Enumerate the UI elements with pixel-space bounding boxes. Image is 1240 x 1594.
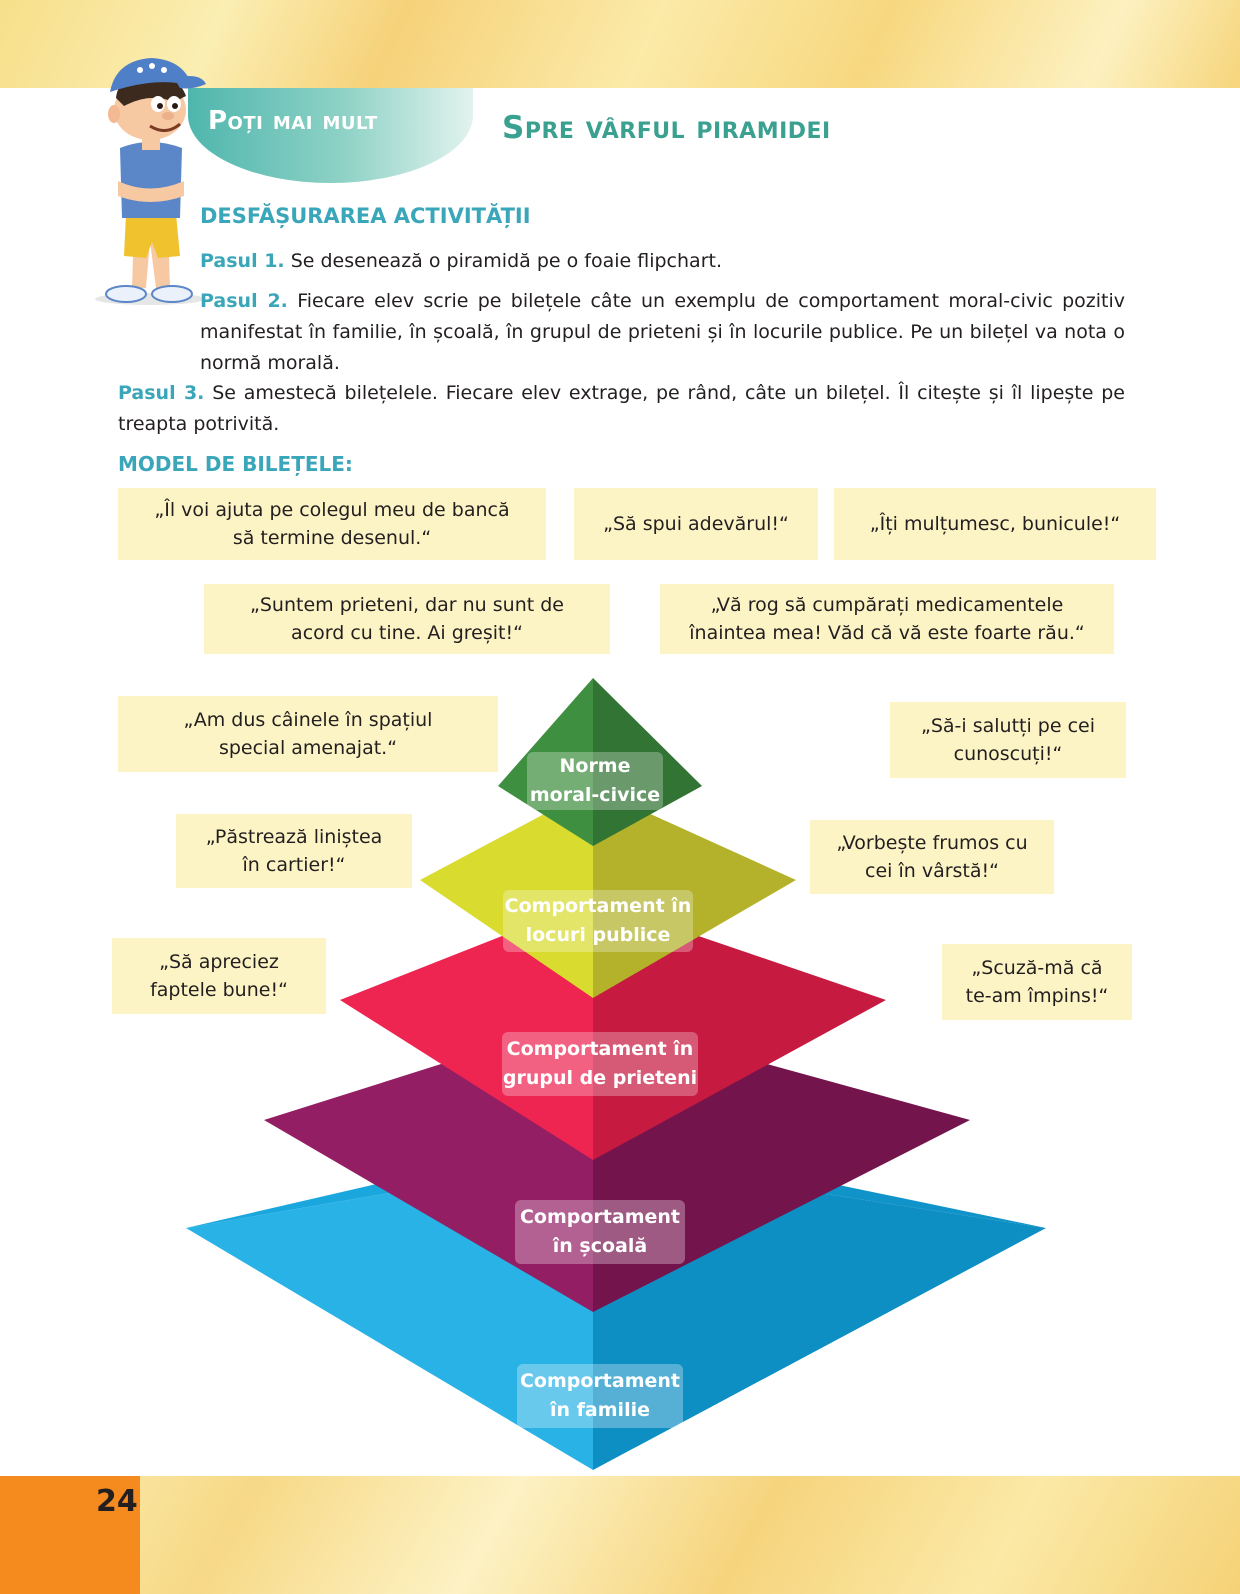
note-vorbeste-frumos-line1: „Vorbește frumos cu — [836, 832, 1028, 854]
step-1-text: Se desenează o piramidă pe o foaie flipc… — [290, 250, 722, 272]
note-liniste-line1: „Păstrează liniștea — [205, 826, 383, 848]
step-2: Pasul 2. Fiecare elev scrie pe bilețele … — [200, 286, 1125, 379]
note-adevarul-line1: „Să spui adevărul!“ — [603, 513, 789, 535]
note-vorbeste-frumos: „Vorbește frumos cu cei în vârstă!“ — [810, 820, 1054, 894]
note-ajuta-colegul: „Îl voi ajuta pe colegul meu de bancă să… — [118, 488, 546, 560]
note-apreciez-line1: „Să apreciez — [159, 951, 279, 973]
tier-label-scoala-line1: Comportament — [519, 1206, 680, 1228]
note-medicamentele-line1: „Vă rog să cumpărați medicamentele — [710, 594, 1064, 616]
model-heading: MODEL DE BILEȚELE: — [118, 452, 353, 476]
note-adevarul: „Să spui adevărul!“ — [574, 488, 818, 560]
note-caine: „Am dus câinele în spațiul special amena… — [118, 696, 498, 772]
tier-label-scoala: Comportament în școală — [515, 1200, 685, 1264]
note-saluti-line1: „Să-i salutți pe cei — [920, 715, 1095, 737]
page-number-box — [0, 1476, 140, 1594]
tier-label-norme-line2: moral-civice — [529, 784, 661, 806]
step-3-text: Se amestecă bilețelele. Fiecare elev ext… — [118, 382, 1125, 435]
note-suntem-prieteni-line1: „Suntem prieteni, dar nu sunt de — [250, 594, 564, 616]
note-ajuta-colegul-line1: „Îl voi ajuta pe colegul meu de bancă — [154, 499, 510, 521]
tier-label-scoala-line2: în școală — [552, 1235, 648, 1257]
tier-label-familie: Comportament în familie — [517, 1364, 683, 1428]
tier-prieteni — [340, 900, 886, 1160]
tier-label-locuri-publice-line2: locuri publice — [525, 924, 671, 946]
footer-decoration — [0, 1476, 1240, 1594]
step-2-label: Pasul 2. — [200, 290, 288, 312]
tier-label-prieteni-line2: grupul de prieteni — [502, 1067, 698, 1089]
note-apreciez-line2: faptele bune!“ — [150, 979, 288, 1001]
tier-label-familie-line2: în familie — [550, 1399, 650, 1421]
tier-label-locuri-publice: Comportament în locuri publice — [503, 890, 693, 952]
note-scuza-ma: „Scuză-mă că te-am împins!“ — [942, 944, 1132, 1020]
note-suntem-prieteni: „Suntem prieteni, dar nu sunt de acord c… — [204, 584, 610, 654]
note-liniste: „Păstrează liniștea în cartier!“ — [176, 814, 412, 888]
tier-label-locuri-publice-line1: Comportament în — [504, 895, 692, 917]
note-saluti: „Să-i salutți pe cei cunoscuți!“ — [890, 702, 1126, 778]
note-multumesc-bunicule-line1: „Îți mulțumesc, bunicule!“ — [869, 513, 1121, 535]
boy-mascot-illustration — [95, 58, 206, 305]
note-scuza-ma-line2: te-am împins!“ — [965, 985, 1109, 1007]
step-2-text: Fiecare elev scrie pe bilețele câte un e… — [200, 290, 1126, 374]
tier-label-norme-line1: Norme — [559, 755, 631, 777]
section-label: Poți mai mult — [208, 106, 378, 136]
step-1: Pasul 1. Se desenează o piramidă pe o fo… — [200, 246, 1110, 277]
note-suntem-prieteni-line2: acord cu tine. Ai greșit!“ — [291, 622, 523, 644]
tier-norme — [498, 678, 702, 846]
note-ajuta-colegul-line2: să termine desenul.“ — [232, 527, 432, 549]
header-decoration — [0, 0, 1240, 88]
note-scuza-ma-line1: „Scuză-mă că — [971, 957, 1103, 979]
note-multumesc-bunicule: „Îți mulțumesc, bunicule!“ — [834, 488, 1156, 560]
tier-label-familie-line1: Comportament — [519, 1370, 680, 1392]
note-liniste-line2: în cartier!“ — [242, 854, 346, 876]
activity-heading: DESFĂȘURAREA ACTIVITĂȚII — [200, 204, 531, 228]
note-caine-line1: „Am dus câinele în spațiul — [183, 709, 433, 731]
note-medicamentele: „Vă rog să cumpărați medicamentele înain… — [660, 584, 1114, 654]
note-vorbeste-frumos-line2: cei în vârstă!“ — [865, 860, 999, 882]
tier-locuri-publice — [420, 788, 796, 998]
step-1-label: Pasul 1. — [200, 250, 285, 272]
page-title: Spre vârful piramidei — [502, 110, 831, 146]
note-medicamentele-line2: înaintea mea! Văd că vă este foarte rău.… — [689, 622, 1085, 644]
step-3: Pasul 3. Se amestecă bilețelele. Fiecare… — [118, 378, 1125, 440]
note-caine-line2: special amenajat.“ — [218, 737, 398, 759]
tier-label-prieteni: Comportament în grupul de prieteni — [502, 1032, 698, 1096]
tier-label-prieteni-line1: Comportament în — [506, 1038, 694, 1060]
step-3-label: Pasul 3. — [118, 382, 205, 404]
note-apreciez: „Să apreciez faptele bune!“ — [112, 938, 326, 1014]
note-saluti-line2: cunoscuți!“ — [953, 743, 1063, 765]
page-number: 24 — [96, 1484, 138, 1519]
tier-label-norme: Norme moral-civice — [527, 752, 663, 810]
